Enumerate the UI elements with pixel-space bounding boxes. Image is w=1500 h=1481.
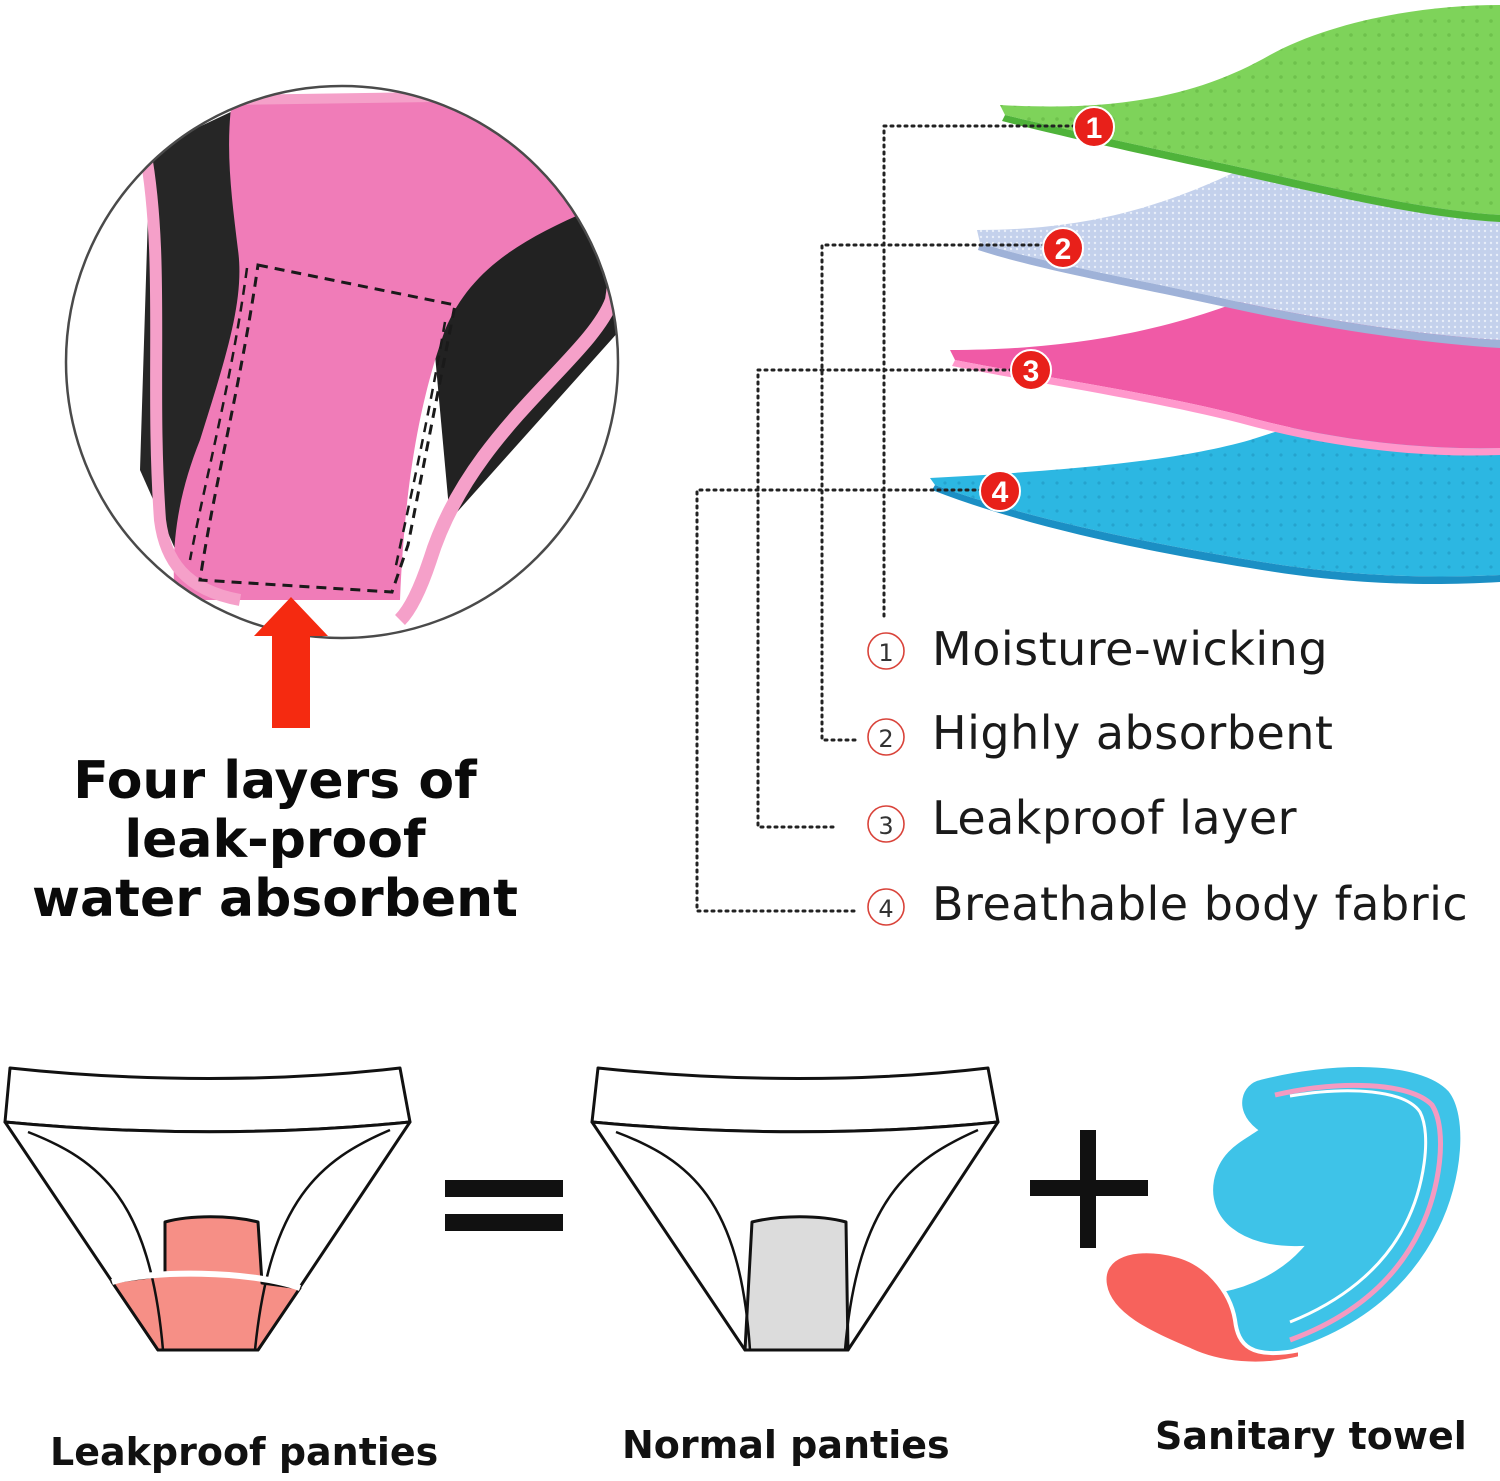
- legend-number-1: 1: [867, 632, 905, 670]
- badge-number-1: 1: [1086, 112, 1103, 145]
- svg-text:3: 3: [878, 812, 893, 840]
- layer-label-2: Highly absorbent: [932, 706, 1334, 760]
- badge-4: 4: [979, 470, 1021, 512]
- caption-leakproof-panties: Leakproof panties: [50, 1430, 439, 1474]
- layer-label-4: Breathable body fabric: [932, 877, 1469, 931]
- badge-number-3: 3: [1023, 355, 1040, 388]
- zoom-circle: [64, 84, 620, 640]
- layer-label-1: Moisture-wicking: [932, 622, 1329, 676]
- leader-lines: [695, 124, 1077, 913]
- black-side-panel-right: [430, 200, 618, 520]
- up-arrow-icon: [254, 597, 328, 728]
- headline-line-2: leak-proof: [124, 810, 426, 870]
- gusset-dashed-outline: [198, 263, 457, 594]
- black-side-panel-left: [140, 110, 250, 560]
- headline-line-3: water absorbent: [31, 869, 518, 929]
- legend-number-4: 4: [867, 888, 905, 926]
- leakproof-panties-illustration: [3, 1066, 412, 1352]
- layer-label-3: Leakproof layer: [932, 791, 1298, 845]
- badge-number-2: 2: [1055, 233, 1072, 266]
- normal-gusset: [743, 1215, 850, 1352]
- legend-number-3: 3: [867, 805, 905, 843]
- headline-line-1: Four layers of: [73, 751, 477, 811]
- badge-1: 1: [1073, 106, 1115, 148]
- badge-3: 3: [1010, 349, 1052, 391]
- towel-pad: [1102, 1249, 1302, 1366]
- zoom-circle-border: [64, 84, 620, 640]
- svg-text:1: 1: [878, 639, 893, 667]
- plus-icon: [1030, 1130, 1148, 1248]
- badge-number-4: 4: [992, 476, 1009, 509]
- caption-normal-panties: Normal panties: [622, 1423, 950, 1467]
- waistband: [590, 1066, 1000, 1134]
- leader-line-2: [820, 243, 1047, 742]
- svg-text:2: 2: [878, 725, 893, 753]
- leader-line-1: [882, 124, 1077, 620]
- sanitary-towel-illustration: [1102, 1063, 1465, 1366]
- leader-line-3: [756, 368, 1014, 829]
- leader-line-4: [695, 488, 984, 913]
- caption-sanitary-towel: Sanitary towel: [1155, 1414, 1467, 1458]
- badge-2: 2: [1042, 227, 1084, 269]
- pink-hem-left: [139, 148, 242, 606]
- svg-text:4: 4: [878, 895, 893, 923]
- pink-panty-body: [173, 95, 618, 600]
- normal-panties-illustration: [590, 1066, 1000, 1352]
- towel-inner-strip: [1274, 1082, 1443, 1343]
- equals-icon: [445, 1180, 563, 1231]
- legend-number-2: 2: [867, 718, 905, 756]
- towel-wings: [1209, 1063, 1465, 1358]
- headline: Four layers of leak-proof water absorben…: [20, 752, 530, 929]
- layer-stack: [930, 5, 1500, 585]
- waistband: [3, 1066, 412, 1134]
